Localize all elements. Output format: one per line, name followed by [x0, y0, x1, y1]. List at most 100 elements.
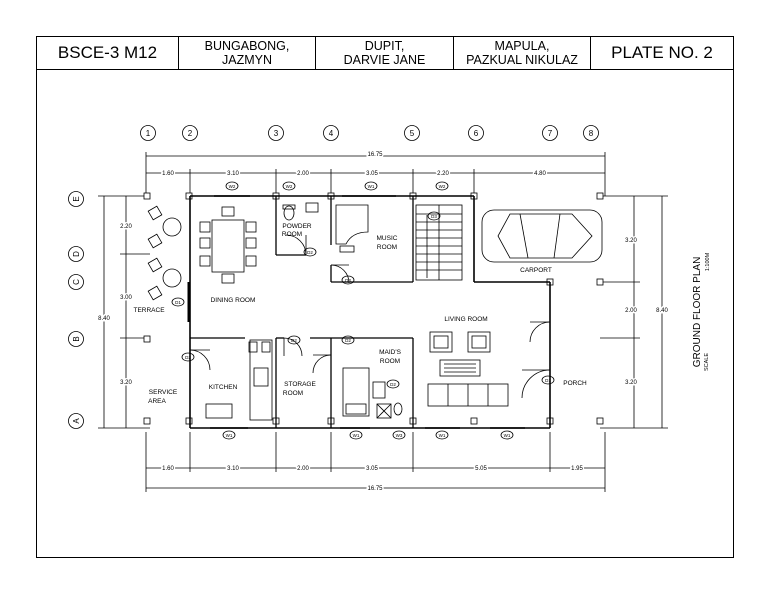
plan-title-text: GROUND FLOOR PLAN — [692, 257, 703, 368]
tag-label: W1 — [353, 433, 360, 438]
dim-right-total: 8.40 — [656, 308, 668, 314]
window-tag-labels: W2 W2 W1 W2 W1 W1 W3 W1 W1 — [226, 184, 511, 438]
grid-col-2: 2 — [188, 129, 193, 138]
dim-right-1: 3.20 — [625, 238, 637, 244]
window-tag-bubbles — [222, 181, 514, 440]
grid-col-1: 1 — [146, 129, 151, 138]
tag-label: W2 — [229, 184, 236, 189]
student-name-3: MAPULA, PAZKUAL NIKULAZ — [454, 37, 591, 69]
room-music-2: ROOM — [377, 244, 397, 251]
room-kitchen: KITCHEN — [209, 384, 238, 391]
grid-row-d: D — [72, 251, 81, 257]
tag-label: W2 — [439, 184, 446, 189]
grid-column-bubbles — [140, 125, 599, 141]
tag-label: W1 — [368, 184, 375, 189]
piano-icon — [335, 204, 369, 253]
door-tag-bubbles — [171, 211, 555, 389]
room-service-1: SERVICE — [149, 389, 178, 396]
kitchen-counter-icon — [205, 339, 273, 421]
tag-label: W1 — [226, 433, 233, 438]
grid-labels: 1 2 3 4 5 6 7 8 E D C B A — [72, 129, 594, 424]
dim-left-2: 3.00 — [120, 295, 132, 301]
grid-col-4: 4 — [329, 129, 334, 138]
room-porch: PORCH — [563, 380, 587, 387]
title-block: BSCE-3 M12 BUNGABONG, JAZMYN DUPIT, DARV… — [36, 36, 734, 70]
dim-top-1: 1.60 — [162, 171, 174, 177]
grid-col-6: 6 — [474, 129, 479, 138]
plan-title: GROUND FLOOR PLAN SCALE 1:100M — [692, 252, 711, 371]
grid-row-e: E — [72, 196, 81, 201]
tag-label: D2 — [390, 382, 396, 387]
top-dimension-lines — [145, 152, 606, 196]
dim-bottom-5: 5.05 — [475, 466, 487, 472]
bottom-dimension-lines — [145, 432, 606, 492]
dim-bottom-2: 3.10 — [227, 466, 239, 472]
grid-col-7: 7 — [548, 129, 553, 138]
room-music-1: MUSIC — [377, 235, 398, 242]
tag-label: D2 — [307, 250, 313, 255]
dim-top-6: 4.80 — [534, 171, 546, 177]
grid-col-5: 5 — [410, 129, 415, 138]
dim-bottom-1: 1.60 — [162, 466, 174, 472]
maids-room-fixtures-icon — [342, 367, 403, 419]
grid-col-8: 8 — [589, 129, 594, 138]
right-dimension-lines — [600, 195, 668, 429]
room-dining: DINING ROOM — [211, 297, 256, 304]
dim-bottom-6: 1.95 — [571, 466, 583, 472]
dim-top-3: 2.00 — [297, 171, 309, 177]
tag-label: D3 — [431, 214, 437, 219]
dim-left-total: 8.40 — [98, 316, 110, 322]
powder-room-fixtures-icon — [282, 202, 319, 221]
dim-bottom-total: 16.75 — [367, 486, 383, 492]
dim-bottom-4: 3.05 — [366, 466, 378, 472]
tag-label: D1 — [175, 300, 181, 305]
windows — [210, 195, 525, 429]
grid-row-b: B — [72, 336, 81, 341]
dim-top-5: 2.20 — [437, 171, 449, 177]
student-name-1: BUNGABONG, JAZMYN — [179, 37, 316, 69]
grid-col-3: 3 — [274, 129, 279, 138]
tag-label: W3 — [396, 433, 403, 438]
room-maids-1: MAID'S — [379, 349, 401, 356]
grid-row-a: A — [72, 418, 81, 424]
door-tag-labels: D1 D2 D3 D2 D2 D2 D2 D1 D3 — [175, 214, 551, 387]
dimension-labels: 16.75 1.60 3.10 2.00 3.05 2.20 4.80 1.60… — [97, 151, 670, 494]
dim-bottom-3: 2.00 — [297, 466, 309, 472]
dim-right-3: 3.20 — [625, 380, 637, 386]
dining-table-icon — [199, 206, 257, 284]
tag-label: D2 — [291, 338, 297, 343]
tag-label: W1 — [504, 433, 511, 438]
student-name-2: DUPIT, DARVIE JANE — [316, 37, 454, 69]
room-labels: POWDER ROOM MUSIC ROOM CARPORT TERRACE D… — [133, 223, 587, 405]
plan-scale-value: 1:100M — [705, 252, 711, 271]
tag-label: D1 — [545, 378, 551, 383]
room-storage-1: STORAGE — [284, 381, 316, 388]
plan-scale-label: SCALE — [704, 353, 710, 371]
room-carport: CARPORT — [520, 267, 552, 274]
car-icon — [481, 209, 603, 263]
dim-right-2: 2.00 — [625, 308, 637, 314]
grid-row-c: C — [72, 279, 81, 285]
door-swings — [189, 234, 551, 399]
dim-left-3: 3.20 — [120, 380, 132, 386]
staircase — [415, 204, 463, 281]
tag-label: D3 — [345, 278, 351, 283]
dim-top-4: 3.05 — [366, 171, 378, 177]
grid-row-bubbles — [68, 191, 84, 429]
terrace-furniture-icon — [147, 205, 182, 301]
interior-walls — [187, 196, 414, 428]
room-maids-2: ROOM — [380, 358, 400, 365]
room-storage-2: ROOM — [283, 390, 303, 397]
plate-number: PLATE NO. 2 — [611, 43, 713, 62]
dim-top-2: 3.10 — [227, 171, 239, 177]
tag-label: D2 — [185, 355, 191, 360]
course-code: BSCE-3 M12 — [37, 37, 179, 69]
room-service-2: AREA — [148, 398, 166, 405]
tag-label: W2 — [286, 184, 293, 189]
tag-label: W1 — [439, 433, 446, 438]
room-powder-1: POWDER — [282, 223, 312, 230]
room-terrace: TERRACE — [133, 307, 165, 314]
dim-left-1: 2.20 — [120, 224, 132, 230]
room-living: LIVING ROOM — [444, 316, 487, 323]
